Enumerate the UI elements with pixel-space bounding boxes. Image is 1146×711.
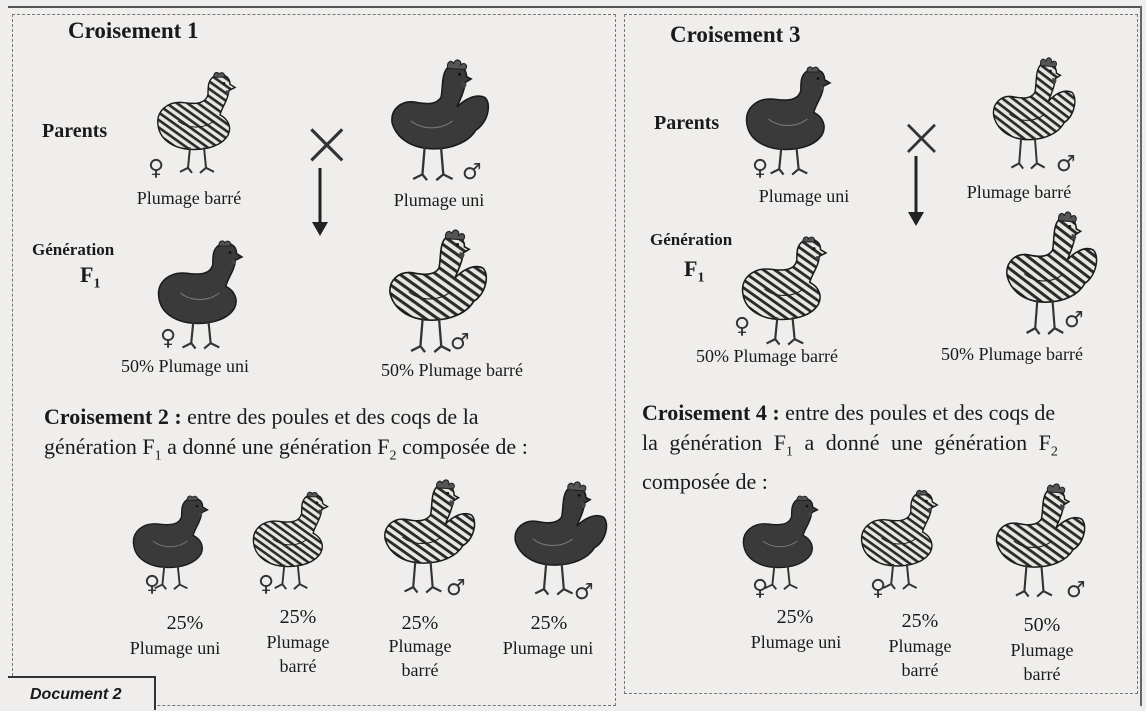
cross1-f1-female-label: 50% Plumage uni	[100, 356, 270, 377]
result-label: Plumage uni	[726, 632, 866, 653]
female-symbol: ♀	[752, 156, 768, 181]
arrow-down-icon	[308, 168, 332, 238]
result-label: Plumage	[250, 632, 346, 653]
male-symbol: ♂	[446, 576, 466, 601]
result-percent: 50%	[994, 614, 1090, 637]
male-symbol: ♂	[574, 580, 594, 605]
cross-symbol: ×	[300, 112, 354, 176]
result-label: Plumage uni	[100, 638, 250, 659]
result-label: barré	[250, 656, 346, 677]
cross3-title: Croisement 3	[670, 22, 801, 48]
cross2-description: Croisement 2 : entre des poules et des c…	[44, 402, 604, 471]
female-symbol: ♀	[870, 576, 886, 601]
cross1-f1-male-label: 50% Plumage barré	[362, 360, 542, 381]
female-symbol: ♀	[148, 156, 164, 181]
cross3-parents-label: Parents	[654, 112, 719, 135]
cross1-generation-name: F1	[80, 262, 100, 292]
result-label: Plumage	[994, 640, 1090, 661]
male-symbol: ♂	[462, 160, 482, 185]
result-label: Plumage uni	[490, 638, 606, 659]
cross3-generation-name: F1	[684, 256, 704, 286]
hen-icon	[124, 490, 220, 594]
male-symbol: ♂	[1064, 308, 1084, 333]
cross3-male-parent-label: Plumage barré	[944, 182, 1094, 203]
female-symbol: ♀	[160, 326, 176, 351]
male-symbol: ♂	[1066, 578, 1086, 603]
male-symbol: ♂	[1056, 152, 1076, 177]
cross1-male-parent-label: Plumage uni	[374, 190, 504, 211]
female-symbol: ♀	[752, 576, 768, 601]
result-percent: 25%	[496, 612, 602, 635]
cross1-generation-label: Génération	[32, 240, 114, 260]
result-label: Plumage	[370, 636, 470, 657]
result-label: barré	[370, 660, 470, 681]
cross1-parents-label: Parents	[42, 120, 107, 143]
result-label: barré	[994, 664, 1090, 685]
cross1-female-parent-label: Plumage barré	[104, 188, 274, 209]
cross3-f1-male-label: 50% Plumage barré	[922, 344, 1102, 365]
outer-border-top	[8, 6, 1140, 8]
outer-border-right	[1140, 6, 1142, 706]
hen-icon	[734, 490, 830, 594]
result-percent: 25%	[740, 606, 850, 629]
female-symbol: ♀	[144, 572, 160, 597]
result-label: Plumage	[872, 636, 968, 657]
result-percent: 25%	[250, 606, 346, 629]
cross1-title: Croisement 1	[68, 18, 199, 44]
female-symbol: ♀	[734, 314, 750, 339]
hen-icon	[852, 484, 950, 594]
result-label: barré	[872, 660, 968, 681]
result-percent: 25%	[872, 610, 968, 633]
result-percent: 25%	[370, 612, 470, 635]
cross3-generation-label: Génération	[650, 230, 732, 250]
male-symbol: ♂	[450, 330, 470, 355]
document-label-tab: Document 2	[8, 676, 156, 710]
rooster-icon	[374, 228, 490, 358]
result-percent: 25%	[130, 612, 240, 635]
cross3-f1-female-label: 50% Plumage barré	[672, 346, 862, 367]
cross2-title: Croisement 2 :	[44, 404, 182, 429]
cross3-female-parent-label: Plumage uni	[744, 186, 864, 207]
rooster-icon	[992, 210, 1100, 340]
female-symbol: ♀	[258, 572, 274, 597]
arrow-down-icon	[904, 156, 928, 228]
cross4-title: Croisement 4 :	[642, 400, 780, 425]
